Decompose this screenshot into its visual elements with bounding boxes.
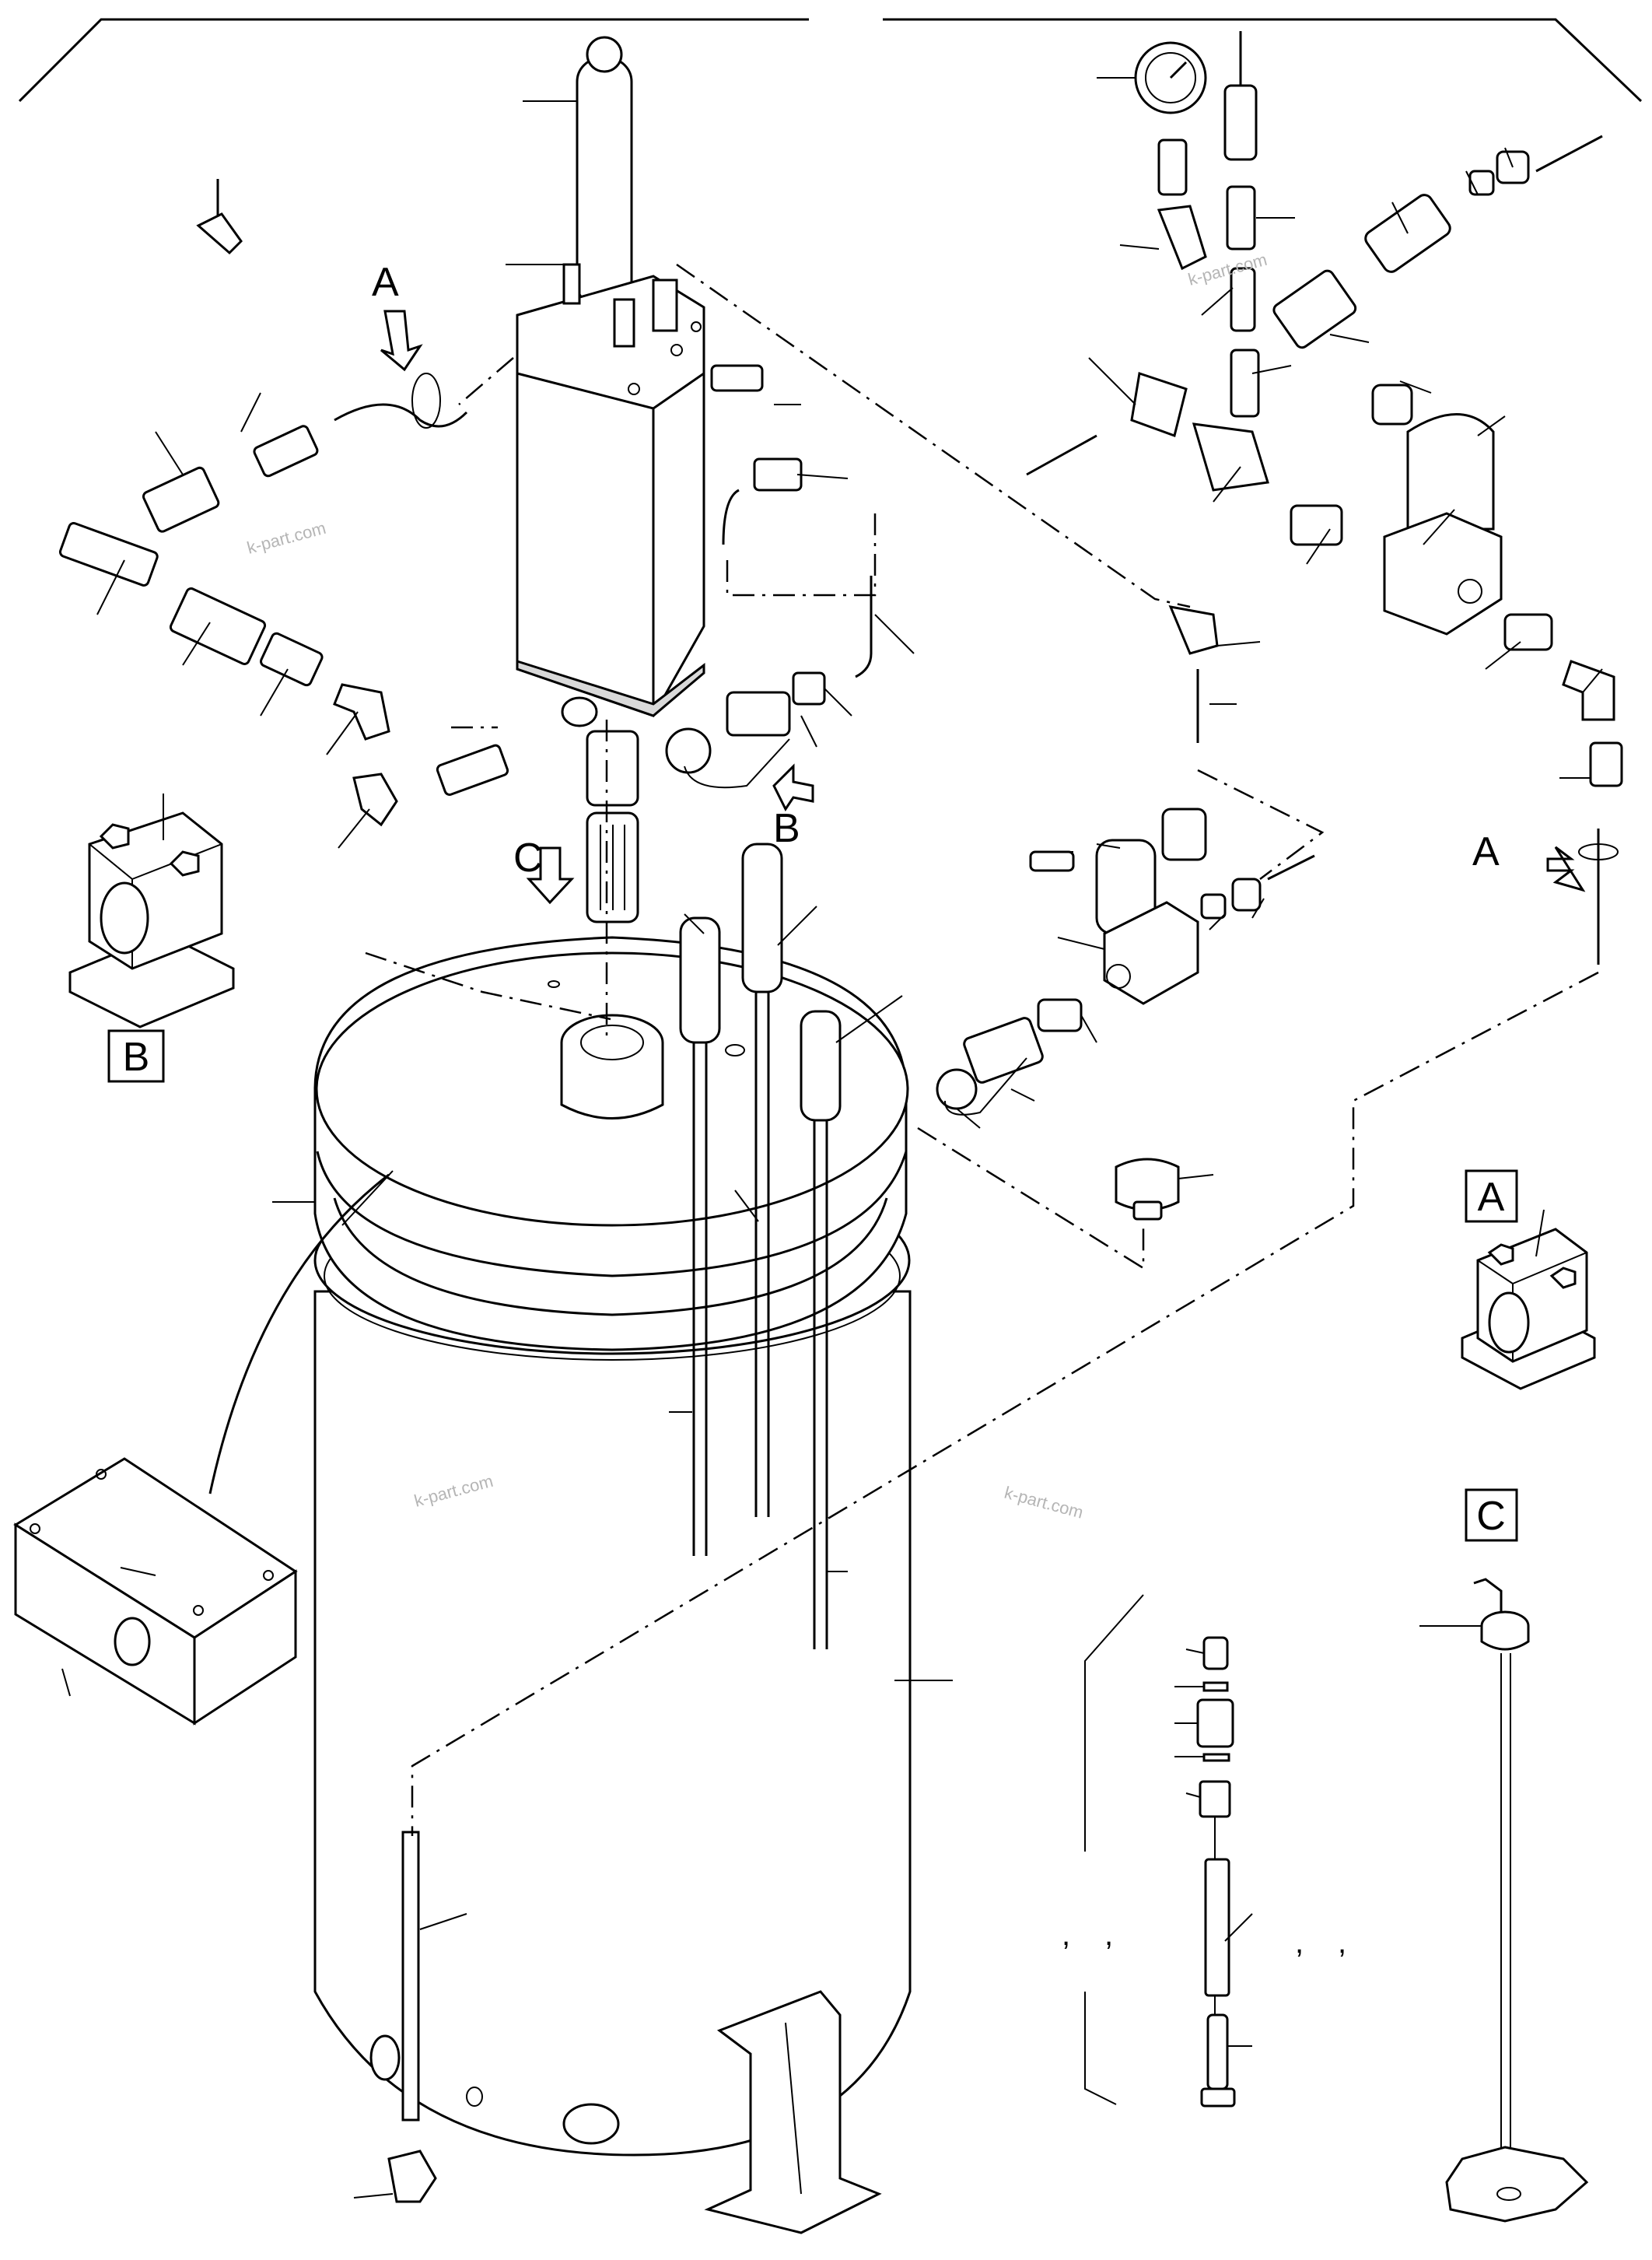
- separator-1: ,: [1062, 1918, 1070, 1952]
- detail-label-b: B: [123, 1035, 150, 1080]
- watermark-1: k-part.com: [245, 518, 328, 558]
- separator-4: ,: [1338, 1925, 1346, 1960]
- probe-detail-c: [1419, 1578, 1589, 2223]
- tank-bottom-parts: [353, 1831, 882, 2234]
- pump-assembly: [506, 36, 705, 923]
- separator-2: ,: [1104, 1918, 1113, 1952]
- fitting-stack: [1084, 1594, 1253, 2108]
- detail-label-a: A: [1478, 1175, 1505, 1220]
- center-right-fittings: [665, 364, 915, 789]
- left-fittings: [58, 179, 509, 849]
- callout-arrows: [380, 310, 1586, 905]
- callout-c-lid: C: [513, 836, 543, 881]
- callout-letters: A A B C: [372, 260, 1500, 881]
- clamp-detail-a: [1461, 1209, 1596, 1390]
- callout-a-top: A: [372, 260, 399, 305]
- tank-lid: [208, 936, 909, 1494]
- separators: , , , ,: [1062, 1918, 1346, 1960]
- control-box: [13, 1457, 298, 1726]
- mid-right-valve: [936, 808, 1315, 1221]
- detail-label-c: C: [1476, 1494, 1506, 1539]
- detail-labels: B A C: [107, 1029, 1518, 1542]
- separator-3: ,: [1295, 1925, 1304, 1960]
- callout-b-center: B: [773, 806, 800, 851]
- connection-dashes: [365, 263, 1599, 1836]
- callout-a-right: A: [1472, 829, 1500, 874]
- watermark-4: k-part.com: [1003, 1483, 1086, 1522]
- frame-lines: [18, 18, 1643, 103]
- upper-right-fittings: [1026, 31, 1623, 965]
- level-probes: [669, 843, 903, 1649]
- clamp-detail-b: [68, 794, 235, 1028]
